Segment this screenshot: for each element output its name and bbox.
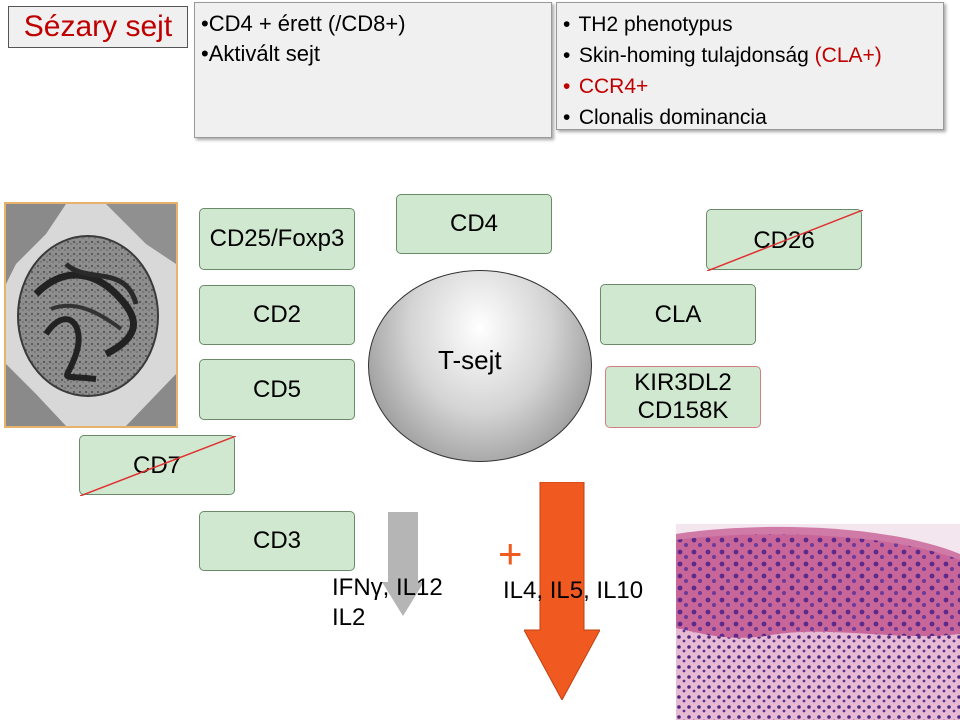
skin-histology-image [676, 524, 960, 720]
features-box-right: • TH2 phenotypus • Skin-homing tulajdons… [556, 2, 944, 130]
t-cell-circle [368, 270, 592, 462]
feature-item: • Skin-homing tulajdonság (CLA+) [563, 44, 882, 67]
th1-cytokines-line2: IL2 [332, 604, 366, 631]
feature-item: • CCR4+ [563, 75, 649, 98]
feature-item: • TH2 phenotypus [563, 13, 733, 36]
feature-item: • Clonalis dominancia [563, 106, 767, 129]
feature-item: •CD4 + érett (/CD8+) [201, 11, 406, 36]
marker-cd7: CD7 [79, 435, 236, 496]
features-box-left: •CD4 + érett (/CD8+) •Aktivált sejt [194, 2, 552, 138]
negative-strike-line [80, 436, 236, 496]
th1-cytokines-line1: IFNγ, IL12 [332, 574, 443, 601]
t-cell-label: T-sejt [438, 345, 502, 375]
negative-strike-line [707, 210, 863, 271]
th1-down-arrow [382, 512, 424, 616]
marker-cd2: CD2 [199, 285, 355, 345]
marker-cla: CLA [600, 284, 756, 345]
feature-item: •Aktivált sejt [201, 41, 320, 66]
sezary-cell-micrograph [4, 202, 178, 428]
marker-cd26: CD26 [706, 209, 863, 271]
th2-cytokines: IL4, IL5, IL10 [503, 577, 644, 604]
marker-kir3dl2-cd158k: KIR3DL2 CD158K [605, 366, 761, 428]
marker-cd3: CD3 [199, 511, 355, 571]
th2-down-arrow [524, 482, 600, 700]
marker-cd25-foxp3: CD25/Foxp3 [199, 208, 355, 270]
slide-title: Sézary sejt [8, 6, 188, 48]
marker-cd5: CD5 [199, 359, 355, 420]
marker-cd4: CD4 [396, 194, 552, 254]
increase-plus-sign: + [498, 530, 523, 577]
